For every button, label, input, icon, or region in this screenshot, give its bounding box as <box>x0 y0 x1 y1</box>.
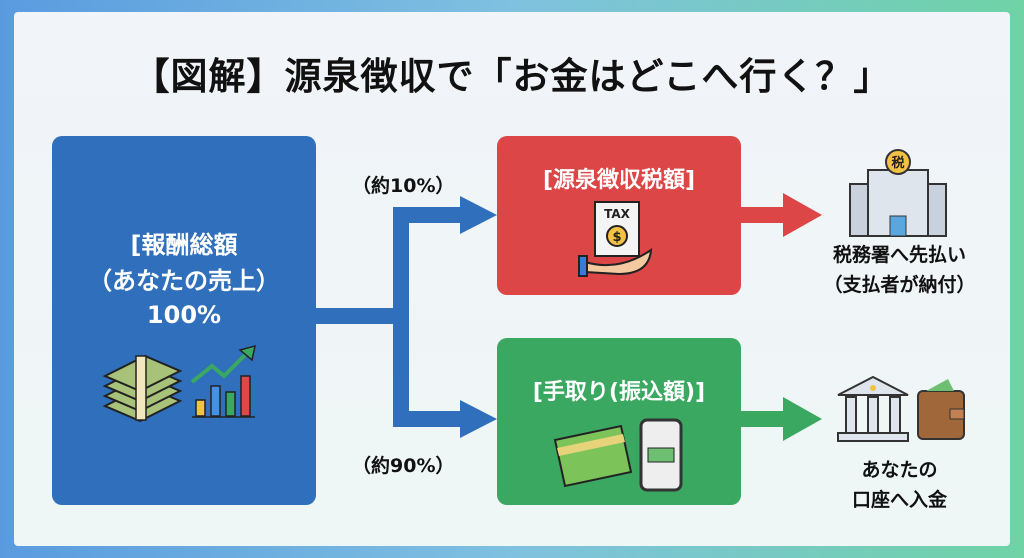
blue-connector <box>316 196 497 438</box>
money-chart-icon <box>102 344 256 423</box>
bank-wallet-icon <box>837 375 965 442</box>
tax-share-label: （約10%） <box>352 175 455 197</box>
withholding-tax-box: [源泉徴収税額] TAX $ <box>497 136 741 295</box>
tax-destination-label: 税務署へ先払い （支払者が納付） <box>812 240 987 300</box>
arrow-to-tax-icon <box>460 196 497 234</box>
account-destination-line1: あなたの <box>861 459 938 481</box>
net-payment-title: [手取り(振込額)] <box>532 380 706 405</box>
tax-document-hand-icon: TAX $ <box>578 201 653 277</box>
svg-text:$: $ <box>612 230 621 245</box>
card-phone-icon <box>553 418 683 492</box>
gross-label: [報酬総額 <box>130 231 238 259</box>
gross-percent: 100% <box>146 301 222 329</box>
net-payment-box: [手取り(振込額)] <box>497 338 741 505</box>
tax-destination-line1: 税務署へ先払い <box>832 244 966 266</box>
tax-badge-text: 税 <box>891 155 904 171</box>
smartphone-icon <box>639 418 683 492</box>
gross-amount-box: [報酬総額 （あなたの売上） 100% <box>52 136 316 505</box>
page-title: 【図解】源泉徴収で「お金はどこへ行く？」 <box>132 55 892 98</box>
arrow-to-net-icon <box>460 400 497 438</box>
cash-stack-icon <box>102 354 183 423</box>
gross-sublabel: （あなたの売上） <box>88 267 280 295</box>
tax-destination-line2: （支払者が納付） <box>823 274 976 296</box>
red-arrow-icon <box>741 193 822 237</box>
account-destination-line2: 口座へ入金 <box>851 489 947 511</box>
tax-icon-text: TAX <box>604 207 631 221</box>
net-share-label: （約90%） <box>352 455 455 477</box>
tax-office-building-icon: 税 <box>849 149 947 237</box>
withholding-tax-title: [源泉徴収税額] <box>542 168 696 193</box>
account-destination-label: あなたの 口座へ入金 <box>812 455 987 515</box>
bank-icon <box>837 375 909 442</box>
credit-card-icon <box>553 424 633 488</box>
green-arrow-icon <box>741 397 822 441</box>
growth-chart-icon <box>190 344 256 418</box>
wallet-icon <box>917 379 965 440</box>
